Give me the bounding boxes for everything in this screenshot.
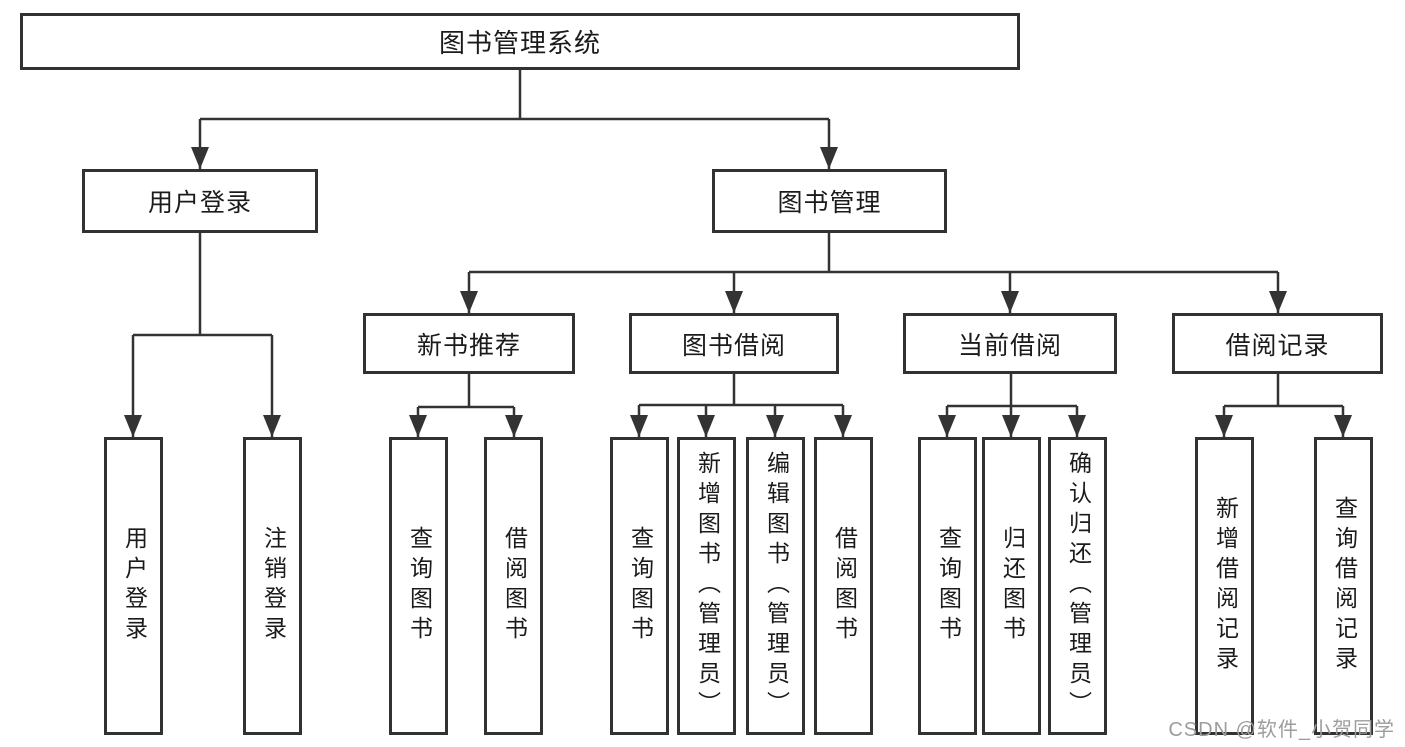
- leaf-confirm-return-admin-label: 确认归还（管理员）: [1065, 451, 1092, 721]
- node-book-borrow-label: 图书借阅: [681, 331, 786, 360]
- node-book-management-label: 图书管理: [777, 189, 882, 217]
- leaf-query-books-3-label: 查询图书: [935, 526, 962, 646]
- arrowhead: [263, 415, 281, 437]
- leaf-return-books-label: 归还图书: [999, 526, 1026, 646]
- leaf-add-books-admin-label: 新增图书（管理员）: [694, 451, 721, 721]
- leaf-add-books-admin: 新增图书（管理员）: [677, 437, 736, 735]
- arrowhead: [460, 291, 478, 313]
- node-user-login: 用户登录: [82, 169, 318, 233]
- node-book-management: 图书管理: [712, 169, 947, 233]
- node-root-system: 图书管理系统: [20, 13, 1020, 70]
- node-new-book-recommend: 新书推荐: [363, 313, 575, 374]
- arrowheads: [124, 147, 1352, 437]
- arrowhead: [630, 415, 648, 437]
- arrowhead: [505, 415, 523, 437]
- arrowhead: [1001, 291, 1019, 313]
- leaf-add-borrow-record-label: 新增借阅记录: [1212, 496, 1239, 676]
- leaf-query-books-2: 查询图书: [610, 437, 669, 735]
- leaf-query-books-1-label: 查询图书: [406, 526, 433, 646]
- leaf-query-books-3: 查询图书: [918, 437, 977, 735]
- leaf-borrow-books-2-label: 借阅图书: [831, 526, 858, 646]
- arrowhead: [124, 415, 142, 437]
- arrowhead: [409, 415, 427, 437]
- leaf-borrow-books-1: 借阅图书: [484, 437, 543, 735]
- leaf-query-borrow-record-label: 查询借阅记录: [1331, 496, 1358, 676]
- leaf-return-books: 归还图书: [982, 437, 1041, 735]
- node-borrow-records-label: 借阅记录: [1225, 331, 1330, 360]
- arrowhead: [1269, 291, 1287, 313]
- arrowhead: [834, 415, 852, 437]
- arrowhead: [820, 147, 838, 169]
- leaf-borrow-books-2: 借阅图书: [814, 437, 873, 735]
- leaf-add-borrow-record: 新增借阅记录: [1195, 437, 1254, 735]
- node-current-borrow-label: 当前借阅: [957, 331, 1062, 360]
- csdn-watermark: CSDN @软件_小贺同学: [1168, 719, 1395, 741]
- leaf-borrow-books-1-label: 借阅图书: [501, 526, 528, 646]
- arrowhead: [1334, 415, 1352, 437]
- arrowhead: [697, 415, 715, 437]
- leaf-edit-books-admin-label: 编辑图书（管理员）: [763, 451, 790, 721]
- node-user-login-label: 用户登录: [147, 189, 252, 217]
- leaf-logout: 注销登录: [243, 437, 302, 735]
- node-book-borrow: 图书借阅: [629, 313, 839, 374]
- leaf-user-login: 用户登录: [104, 437, 163, 735]
- arrowhead: [1215, 415, 1233, 437]
- node-new-book-recommend-label: 新书推荐: [416, 331, 521, 360]
- leaf-edit-books-admin: 编辑图书（管理员）: [746, 437, 805, 735]
- leaf-user-login-label: 用户登录: [121, 526, 148, 646]
- leaf-logout-label: 注销登录: [260, 526, 287, 646]
- node-current-borrow: 当前借阅: [903, 313, 1117, 374]
- arrowhead: [1002, 415, 1020, 437]
- arrowhead: [725, 291, 743, 313]
- node-root-label: 图书管理系统: [438, 28, 601, 58]
- leaf-query-books-1: 查询图书: [389, 437, 448, 735]
- connector-paths: [131, 70, 1345, 437]
- arrowhead: [191, 147, 209, 169]
- leaf-query-borrow-record: 查询借阅记录: [1314, 437, 1373, 735]
- leaf-confirm-return-admin: 确认归还（管理员）: [1048, 437, 1107, 735]
- arrowhead: [1068, 415, 1086, 437]
- node-borrow-records: 借阅记录: [1172, 313, 1383, 374]
- arrowhead: [938, 415, 956, 437]
- leaf-query-books-2-label: 查询图书: [627, 526, 654, 646]
- arrowhead: [766, 415, 784, 437]
